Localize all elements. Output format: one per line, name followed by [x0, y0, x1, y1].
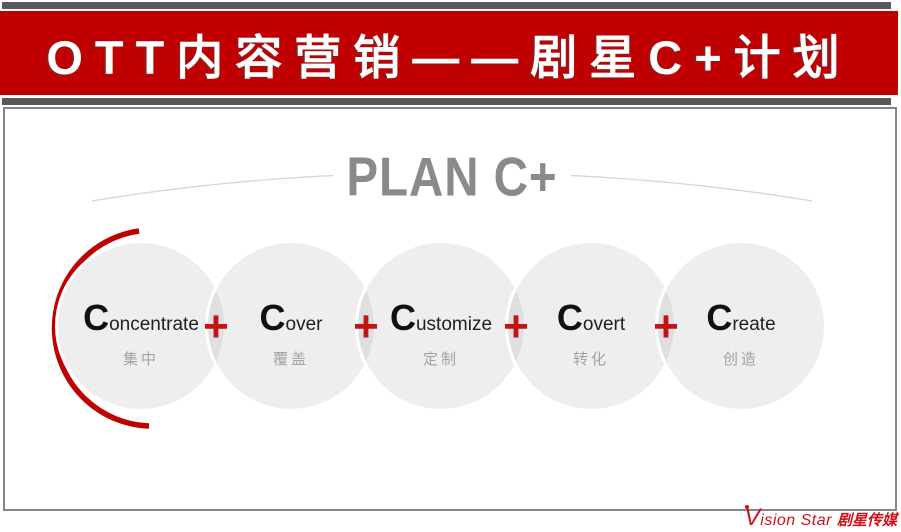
circle-create: Create 创造 [655, 240, 827, 412]
circle-word: Create [706, 296, 776, 338]
logo-dot-icon [745, 505, 750, 509]
circle-word-cn: 定制 [422, 350, 459, 368]
circle-concentrate: Concentrate 集中 [55, 240, 227, 412]
header-banner: OTT内容营销——剧星C+计划 [0, 11, 898, 95]
circle-covert: Covert 转化 [505, 240, 677, 412]
logo-name-en: ision Star [760, 512, 832, 529]
circle-word: Cover [259, 296, 323, 338]
plan-title: PLAN C+ [333, 144, 571, 210]
plus-separator: + [353, 302, 379, 351]
circle-word-cn: 集中 [122, 350, 159, 368]
plus-separator: + [653, 302, 679, 351]
circle-word-cn: 覆盖 [272, 350, 309, 368]
circle-word: Concentrate [83, 296, 199, 338]
content-panel: PLAN C+ Concentrate 集中 Cover 覆盖 Customiz… [3, 107, 897, 511]
header-rule [2, 98, 891, 105]
logo-name-cn: 剧星传媒 [836, 512, 897, 529]
logo-v-mark: V [744, 504, 761, 531]
plus-separator: + [203, 302, 229, 351]
plus-separator: + [503, 302, 529, 351]
circle-word: Covert [556, 296, 626, 338]
slide-title: OTT内容营销——剧星C+计划 [46, 30, 852, 84]
circle-word: Customize [389, 296, 493, 338]
circle-cover: Cover 覆盖 [205, 240, 377, 412]
circle-word-cn: 转化 [572, 350, 609, 368]
top-rule [2, 2, 891, 9]
circle-customize: Customize 定制 [355, 240, 527, 412]
red-arc-decoration [51, 228, 150, 429]
circle-word-cn: 创造 [722, 350, 759, 368]
